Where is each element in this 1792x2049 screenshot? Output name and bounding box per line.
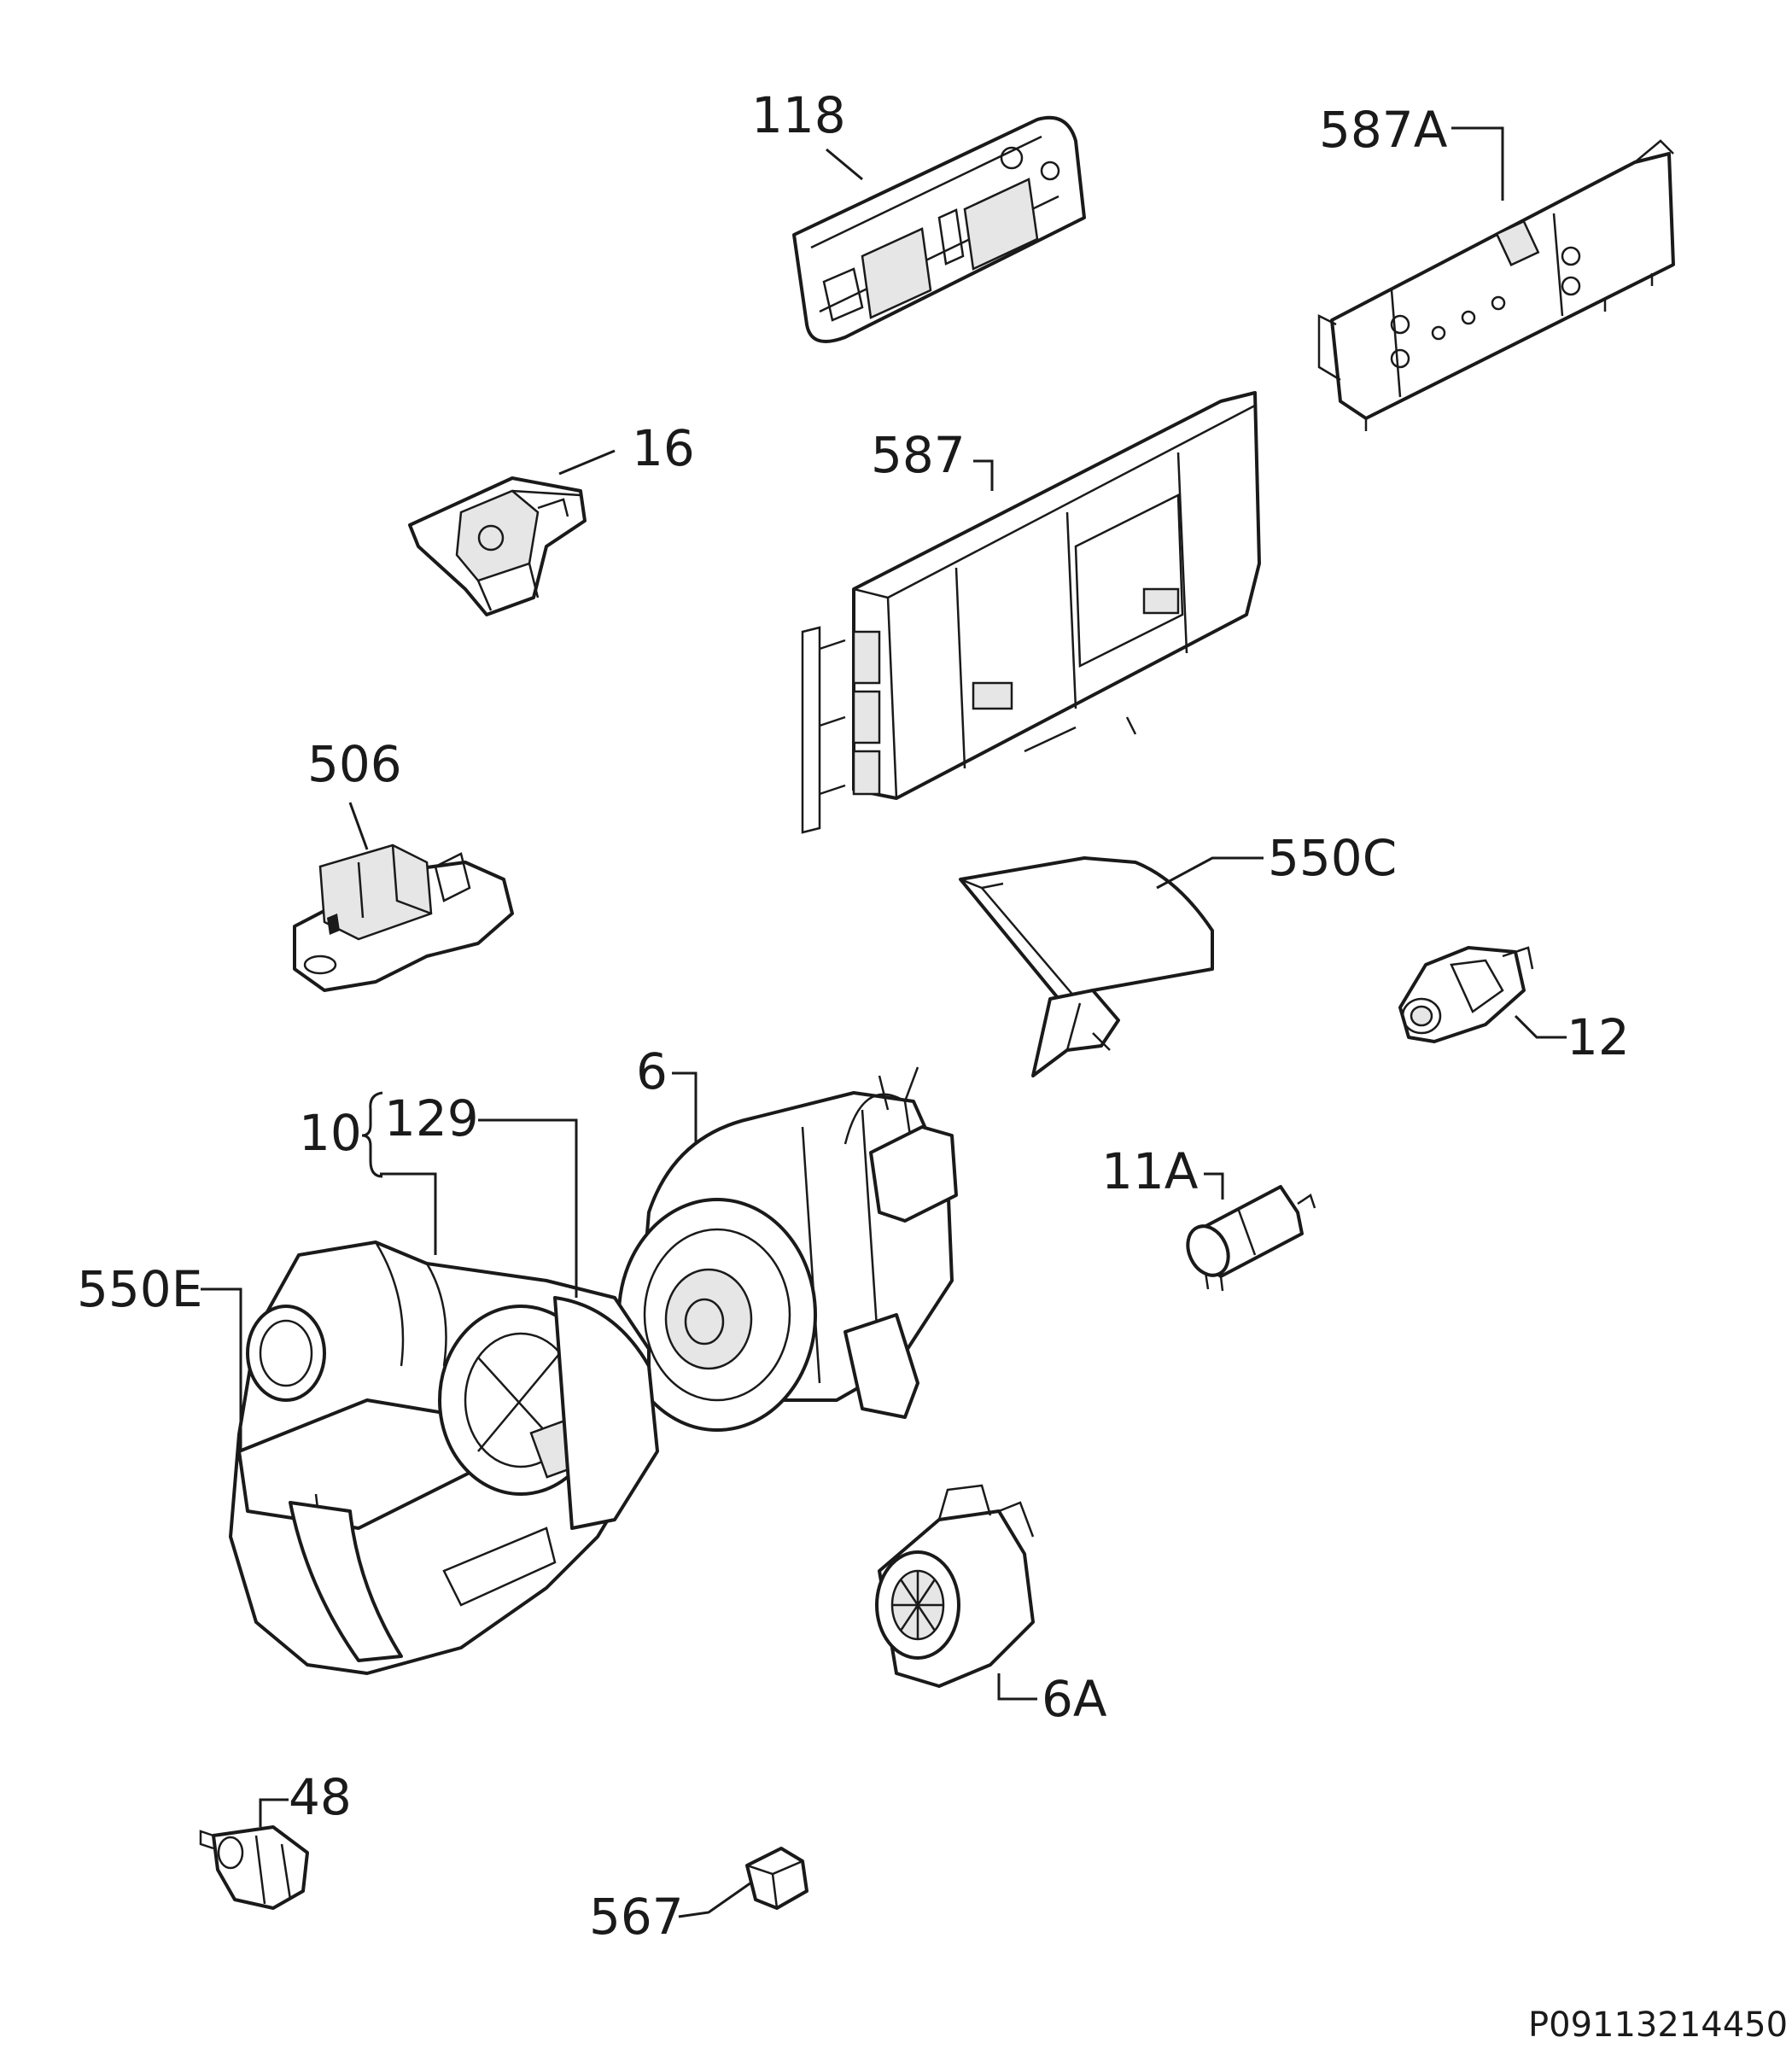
leader-12 <box>1514 1014 1567 1039</box>
leader-506 <box>348 802 369 850</box>
callout-6A: 6A <box>1042 1670 1107 1728</box>
part-550C-cover <box>959 856 1214 1077</box>
leader-6A <box>997 1673 1037 1701</box>
part-11A-capacitor <box>1186 1185 1316 1292</box>
part-550E-pump-housing <box>229 1240 659 1675</box>
leader-118 <box>826 148 863 181</box>
document-id: P09113214450 <box>1528 2005 1788 2045</box>
part-6-circulation-pump <box>617 1066 958 1432</box>
leader-550C <box>1156 856 1264 890</box>
leader-550E <box>201 1287 242 1451</box>
callout-11A: 11A <box>1101 1142 1199 1200</box>
leader-129-a <box>380 1172 437 1255</box>
callout-48: 48 <box>289 1768 352 1826</box>
leader-48 <box>259 1798 289 1827</box>
part-12-pressure-switch <box>1398 946 1534 1043</box>
leader-587 <box>973 459 994 491</box>
callout-550E: 550E <box>77 1260 202 1318</box>
leader-16 <box>558 449 616 476</box>
leader-6 <box>672 1071 698 1144</box>
part-118-control-panel <box>792 115 1086 343</box>
part-567-connector <box>745 1847 808 1910</box>
part-587A-display-board <box>1317 139 1675 431</box>
part-587-control-module <box>801 391 1261 834</box>
callout-10: 10 <box>299 1104 362 1162</box>
part-48-sensor <box>199 1825 309 1910</box>
part-506-door-latch <box>293 844 514 992</box>
callout-550C: 550C <box>1268 829 1397 887</box>
leader-11A <box>1204 1172 1224 1200</box>
callout-567: 567 <box>589 1888 684 1946</box>
callout-16: 16 <box>632 419 695 477</box>
leader-567 <box>678 1881 752 1918</box>
leader-587A <box>1451 126 1504 201</box>
part-6A-drain-pump <box>875 1484 1035 1688</box>
callout-587A: 587A <box>1319 101 1448 159</box>
bracket-10 <box>361 1091 383 1178</box>
callout-6: 6 <box>636 1042 668 1100</box>
callout-506: 506 <box>307 735 402 793</box>
callout-587: 587 <box>871 426 966 484</box>
leader-129-b <box>478 1118 578 1298</box>
callout-129: 129 <box>384 1089 479 1147</box>
callout-12: 12 <box>1567 1008 1630 1066</box>
part-16-door-switch <box>408 476 587 616</box>
callout-118: 118 <box>751 86 846 144</box>
